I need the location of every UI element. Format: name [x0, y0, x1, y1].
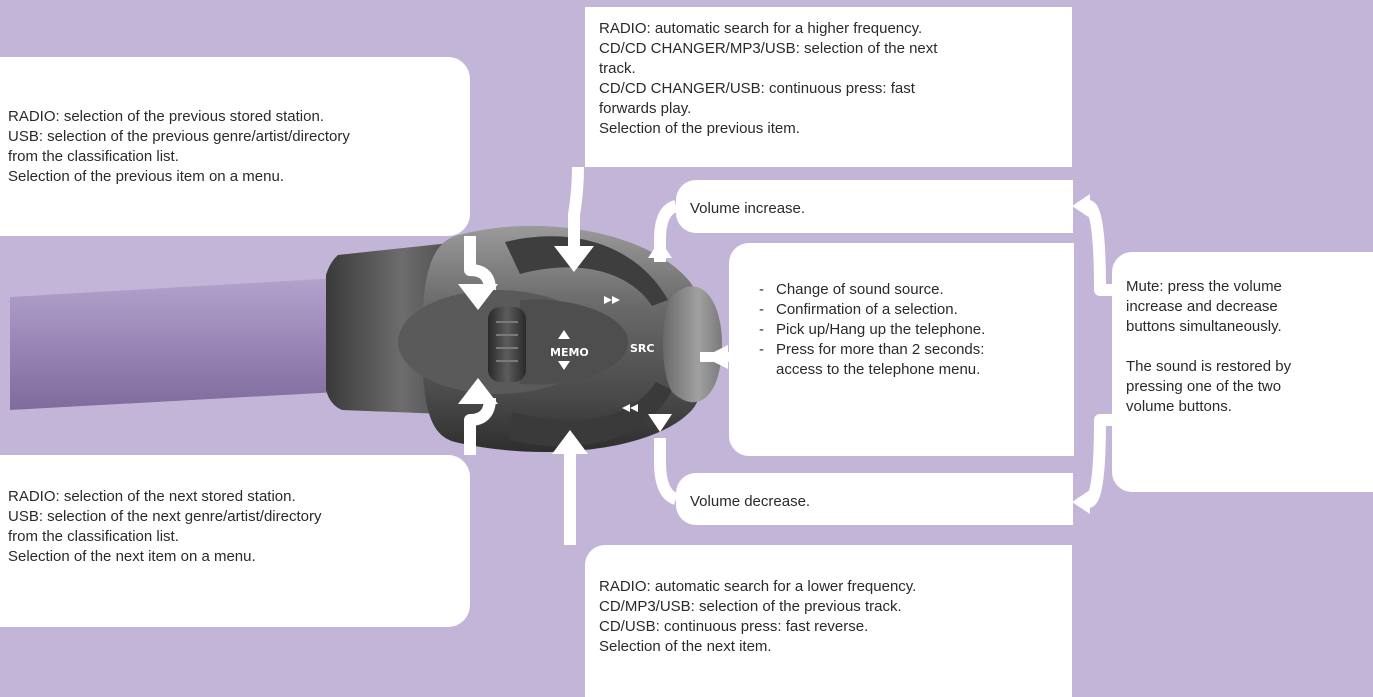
- callout-line: from the classification list.: [8, 528, 179, 545]
- callout-seek-down: RADIO: automatic search for a lower freq…: [585, 545, 1072, 697]
- callout-line: Mute: press the volume: [1126, 278, 1282, 295]
- callout-seek-up: RADIO: automatic search for a higher fre…: [585, 7, 1072, 167]
- list-item: Pick up/Hang up the telephone.: [757, 320, 1074, 340]
- callout-arrow-icon: [464, 166, 1112, 545]
- callout-line: buttons simultaneously.: [1126, 318, 1282, 335]
- callout-line: CD/USB: continuous press: fast reverse.: [599, 618, 869, 635]
- callout-line: volume buttons.: [1126, 398, 1232, 415]
- callout-line: Volume increase.: [690, 200, 806, 217]
- arrow-down-icon: [558, 361, 570, 370]
- callout-line: pressing one of the two: [1126, 378, 1282, 395]
- arrow-up-icon: [558, 330, 570, 339]
- callout-mute: Mute: press the volume increase and decr…: [1112, 252, 1373, 492]
- seek-up-button[interactable]: [505, 236, 668, 306]
- callout-line: RADIO: selection of the next stored stat…: [8, 488, 296, 505]
- callout-volume-increase: Volume increase.: [676, 180, 1073, 233]
- src-button[interactable]: [663, 286, 722, 403]
- callout-previous-station: RADIO: selection of the previous stored …: [0, 57, 470, 236]
- callout-line: Selection of the next item.: [599, 638, 772, 655]
- callout-line: Selection of the previous item on a menu…: [8, 168, 284, 185]
- callout-line: RADIO: automatic search for a higher fre…: [599, 20, 923, 37]
- callout-line: track.: [599, 60, 636, 77]
- callout-line: increase and decrease: [1126, 298, 1278, 315]
- callout-source-button: Change of sound source. Confirmation of …: [729, 243, 1074, 456]
- callout-line: CD/CD CHANGER/MP3/USB: selection of the …: [599, 40, 938, 57]
- callout-line: CD/CD CHANGER/USB: continuous press: fas…: [599, 80, 915, 97]
- callout-line: USB: selection of the previous genre/art…: [8, 128, 350, 145]
- callout-line: Selection of the next item on a menu.: [8, 548, 256, 565]
- memo-label: MEMO: [550, 346, 589, 359]
- callout-line: Volume decrease.: [690, 493, 811, 510]
- fast-forward-icon: [604, 296, 620, 304]
- callout-line: CD/MP3/USB: selection of the previous tr…: [599, 598, 902, 615]
- callout-volume-decrease: Volume decrease.: [676, 473, 1073, 525]
- callout-line: forwards play.: [599, 100, 692, 117]
- callout-next-station: RADIO: selection of the next stored stat…: [0, 455, 470, 627]
- src-label: SRC: [630, 342, 654, 355]
- callout-line: The sound is restored by: [1126, 358, 1292, 375]
- rewind-icon: [622, 404, 638, 412]
- callout-line: RADIO: automatic search for a lower freq…: [599, 578, 917, 595]
- callout-line: Selection of the previous item.: [599, 120, 800, 137]
- callout-line: RADIO: selection of the previous stored …: [8, 108, 324, 125]
- list-item: Press for more than 2 seconds:: [757, 340, 1074, 360]
- thumbwheel[interactable]: [488, 307, 526, 382]
- list-item: Change of sound source.: [757, 280, 1074, 300]
- seek-down-button[interactable]: [510, 382, 672, 447]
- callout-line: USB: selection of the next genre/artist/…: [8, 508, 322, 525]
- list-item: Confirmation of a selection.: [757, 300, 1074, 320]
- arrowheads: [458, 194, 1090, 514]
- stalk: [10, 278, 338, 410]
- callout-line: access to the telephone menu.: [776, 361, 981, 378]
- source-function-list: Change of sound source. Confirmation of …: [757, 280, 1074, 360]
- callout-line: from the classification list.: [8, 148, 179, 165]
